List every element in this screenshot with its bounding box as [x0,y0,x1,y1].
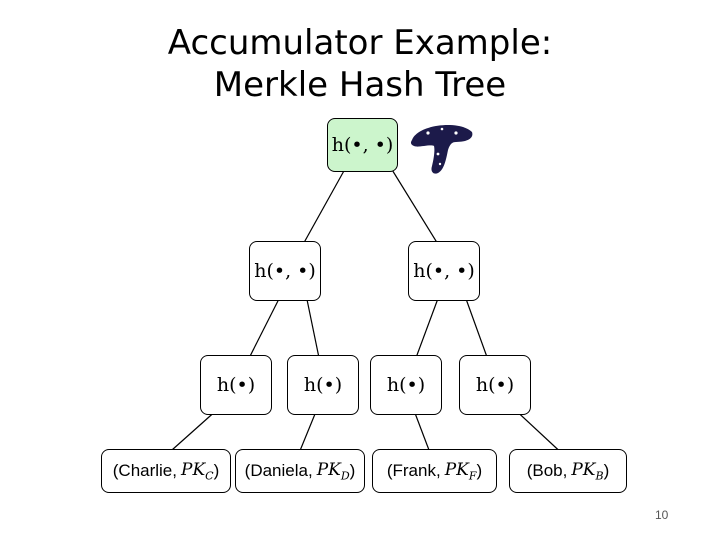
leaf-daniela-close: ) [349,461,356,480]
hash-node-3-label: h(•) [386,374,426,396]
hash-node-3: h(•) [370,355,442,415]
leaf-bob: (Bob, PKB) [509,449,627,493]
leaf-bob-pk: PKB [571,459,604,483]
internal-node-right-label: h(•, •) [413,260,475,282]
title-line-1: Accumulator Example: [167,23,553,63]
leaf-charlie-name: (Charlie, [112,461,177,480]
leaf-charlie-close: ) [213,461,220,480]
internal-node-left: h(•, •) [249,241,321,301]
slide-title: Accumulator Example: Merkle Hash Tree [0,22,720,106]
hash-node-4: h(•) [459,355,531,415]
leaf-frank-pk: PKF [444,459,477,483]
leaf-daniela-name: (Daniela, [244,461,313,480]
leaf-bob-name: (Bob, [526,461,568,480]
leaf-charlie: (Charlie, PKC) [101,449,231,493]
hash-node-1: h(•) [200,355,272,415]
page-number: 10 [655,508,669,522]
root-label: h(•, •) [331,134,394,156]
hash-node-1-label: h(•) [216,374,256,396]
hash-node-2: h(•) [287,355,359,415]
title-line-2: Merkle Hash Tree [213,65,507,105]
leaf-daniela-pk: PKD [316,459,350,483]
internal-node-left-label: h(•, •) [254,260,316,282]
internal-node-right: h(•, •) [408,241,480,301]
leaf-daniela: (Daniela, PKD) [235,449,365,493]
leaf-frank: (Frank, PKF) [372,449,497,493]
hash-node-2-label: h(•) [303,374,343,396]
leaf-frank-name: (Frank, [386,461,441,480]
mushroom-icon [410,125,473,174]
hash-node-4-label: h(•) [475,374,515,396]
leaf-bob-close: ) [603,461,610,480]
root-node: h(•, •) [327,118,398,172]
leaf-frank-close: ) [476,461,483,480]
leaf-charlie-pk: PKC [181,459,214,483]
